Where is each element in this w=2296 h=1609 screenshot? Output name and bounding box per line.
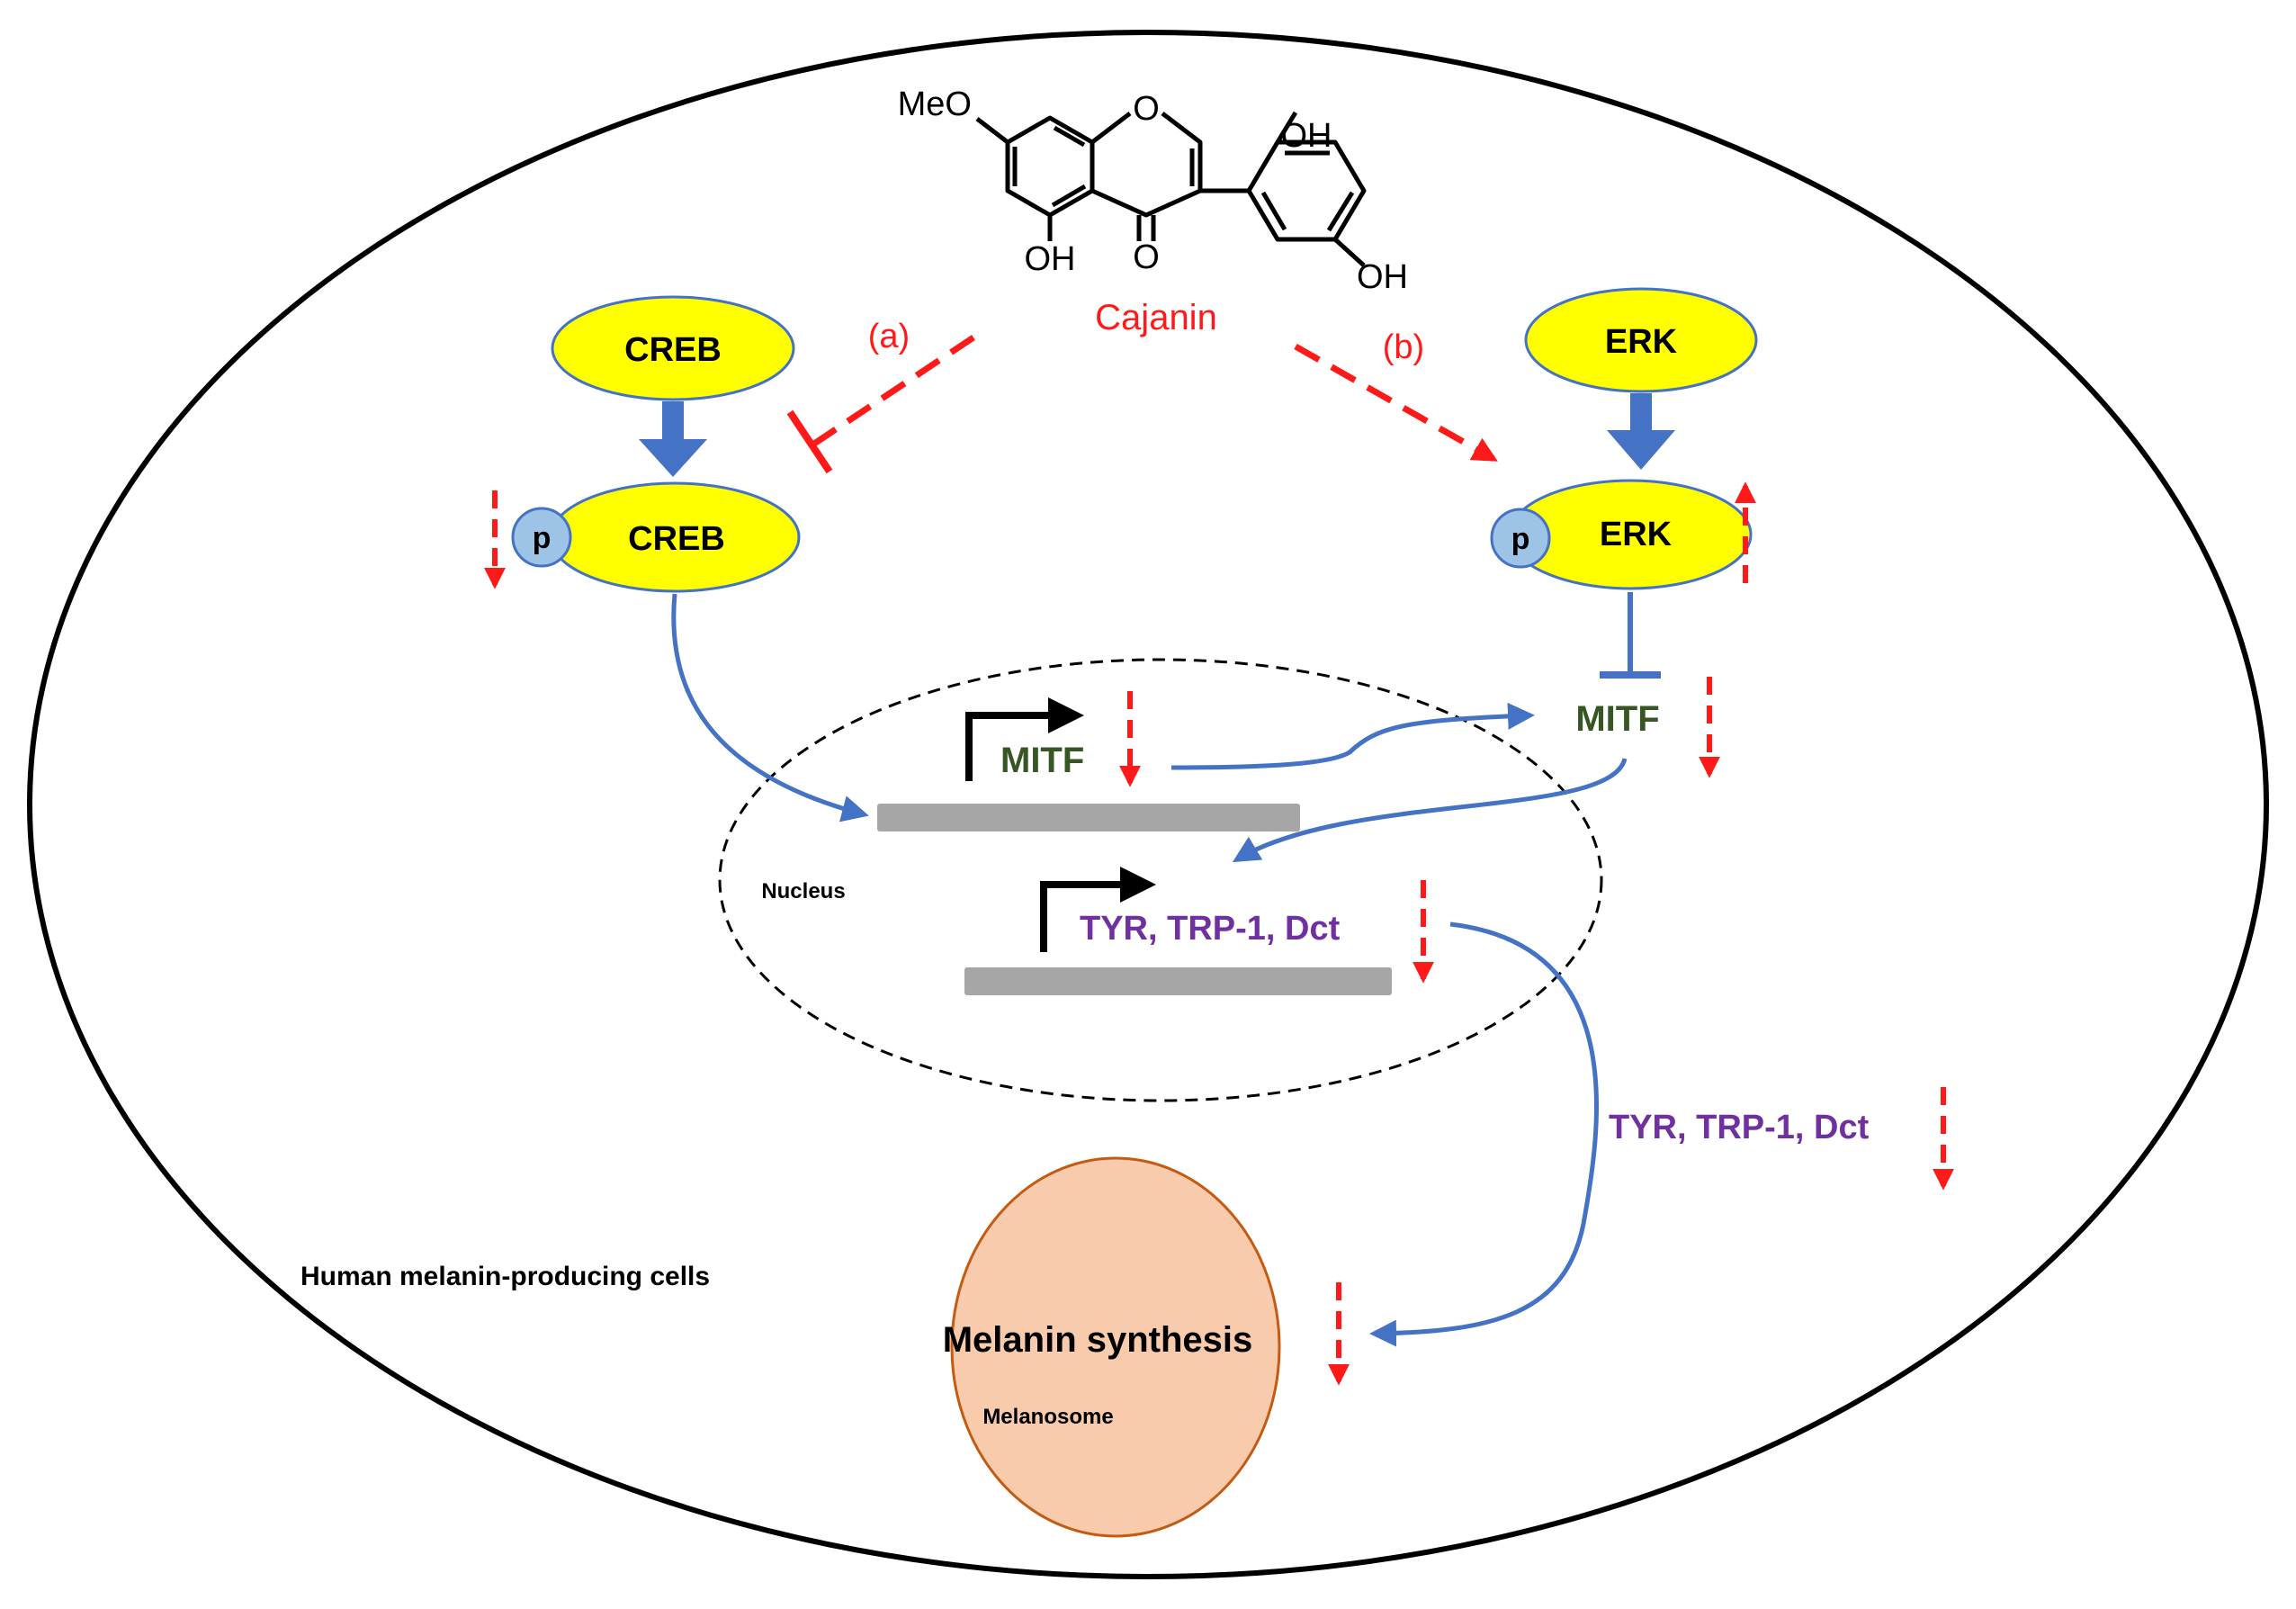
hydroxyl-label-a5: OH	[1025, 240, 1076, 278]
erk-phospho-group	[1490, 508, 1551, 569]
melanosome	[950, 1156, 1281, 1538]
melanosome-label: Melanosome	[982, 1405, 1113, 1429]
mitf-promoter-arrow	[965, 697, 1084, 781]
carbonyl-oxygen-label: O	[1133, 238, 1160, 276]
mitf-gene-dna	[877, 804, 1300, 831]
mitf-to-tyr-arrow	[1232, 758, 1628, 863]
path-a-label: (a)	[868, 318, 910, 355]
erk-phospho-label: p	[1511, 522, 1530, 556]
creb-phospho-label: p	[533, 521, 552, 555]
tyr-gene-label: TYR, TRP-1, Dct	[1080, 910, 1341, 948]
nucleus-label: Nucleus	[761, 879, 845, 903]
hydroxyl-label-b2: OH	[1281, 117, 1332, 155]
tyr-protein-label: TYR, TRP-1, Dct	[1609, 1109, 1870, 1146]
phospho-creb-label: CREB	[628, 520, 725, 558]
path-b-activation-arrow	[1294, 343, 1498, 463]
mitf-export-arrow	[1170, 702, 1535, 770]
erk-label: ERK	[1605, 323, 1678, 361]
nucleus	[718, 658, 1603, 1102]
mitf-cytoplasm-label: MITF	[1575, 699, 1659, 739]
phospho-erk-label: ERK	[1600, 516, 1673, 553]
path-a-inhibition-line	[810, 335, 975, 448]
tyr-promoter-arrow	[1040, 867, 1156, 952]
path-a-inhibition-bar	[786, 409, 833, 474]
creb-to-mitf-arrow	[671, 593, 869, 822]
tyr-to-melanin-arrow	[1369, 921, 1599, 1347]
hydroxyl-label-b4: OH	[1357, 258, 1408, 296]
mitf-gene-label: MITF	[1000, 741, 1084, 780]
erk-node	[1524, 287, 1758, 393]
creb-activation-arrow	[639, 401, 707, 477]
cell-membrane	[27, 30, 2269, 1579]
tyr-gene-dna	[964, 967, 1392, 995]
cajanin-structure-labels: MeO O OH OH O OH	[898, 85, 1408, 296]
cajanin-structure	[975, 111, 1367, 267]
creb-label: CREB	[624, 331, 722, 369]
ring-oxygen-label: O	[1133, 90, 1160, 128]
methoxy-label: MeO	[898, 85, 972, 123]
path-b-label: (b)	[1383, 328, 1424, 366]
compound-name: Cajanin	[1095, 298, 1217, 337]
melanin-synthesis-label: Melanin synthesis	[943, 1320, 1253, 1360]
creb-phospho-group	[511, 507, 572, 568]
creb-node	[551, 295, 795, 401]
cell-label: Human melanin-producing cells	[300, 1262, 710, 1291]
erk-activation-arrow	[1607, 393, 1675, 470]
